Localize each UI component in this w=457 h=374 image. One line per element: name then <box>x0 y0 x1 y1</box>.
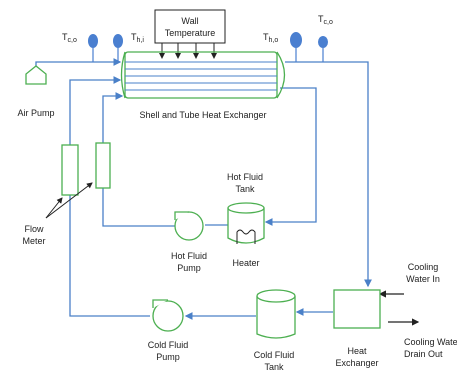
thermometer-bulb-icon <box>290 32 302 48</box>
shell-tube-heat-exchanger <box>120 51 286 99</box>
hot-fluid-pump: Hot Fluid Pump <box>171 211 207 273</box>
flow-meter-icon <box>95 142 111 189</box>
sensor-thi-base: T <box>131 32 137 42</box>
cold-fluid-tank: Cold Fluid Tank <box>254 289 296 372</box>
tank-icon <box>256 289 296 339</box>
pump-icon <box>174 211 204 241</box>
heater-label: Heater <box>232 258 259 268</box>
cold-left-line <box>69 195 150 317</box>
hot-fluid-tank: Hot Fluid Tank Heater <box>227 172 265 268</box>
sensor-tco-left: Tc,o <box>62 32 98 62</box>
sensor-tho-base: T <box>263 32 269 42</box>
hot-pump-label-2: Pump <box>177 263 201 273</box>
cooling-in-label-2: Water In <box>406 274 440 284</box>
sensor-tco-left-base: T <box>62 32 68 42</box>
hot-return-line <box>102 188 175 227</box>
air-line <box>35 58 122 84</box>
piping <box>35 58 372 320</box>
hot-out-line <box>264 87 317 226</box>
flow-meter-icon <box>61 144 79 196</box>
thermometer-bulb-icon <box>88 34 98 48</box>
svg-text:Th,o: Th,o <box>263 32 278 44</box>
flow-meter-label-2: Meter <box>22 236 45 246</box>
hot-tank-label-1: Hot Fluid <box>227 172 263 182</box>
cold-tank-label-2: Tank <box>264 362 284 372</box>
hot-return-riser <box>102 92 124 143</box>
flow-meter-label-1: Flow <box>24 224 44 234</box>
hot-pump-label-1: Hot Fluid <box>171 251 207 261</box>
cooling-drain-label-2: Drain Out <box>404 349 443 359</box>
tank-icon <box>227 202 265 244</box>
air-pump-label: Air Pump <box>17 108 54 118</box>
sensor-thi-sub: h,i <box>137 37 145 44</box>
svg-text:Th,i: Th,i <box>131 32 144 44</box>
cold-top-line <box>285 61 372 288</box>
flow-meters: Flow Meter <box>22 142 111 246</box>
cold-pump-label-1: Cold Fluid <box>148 340 189 350</box>
cooling-water-arrows <box>378 290 420 326</box>
heat-exchanger-label-2: Exchanger <box>335 358 378 368</box>
wall-temperature-box: Wall Temperature <box>154 9 226 59</box>
heater-coil-icon <box>236 229 256 244</box>
hot-tank-label-2: Tank <box>235 184 255 194</box>
cold-pump-label-2: Pump <box>156 352 180 362</box>
pump-icon <box>152 299 184 332</box>
sensor-tco-right-base: T <box>318 14 324 24</box>
cooling-drain-label-1: Cooling Water <box>404 337 457 347</box>
sensor-thi: Th,i <box>113 32 144 62</box>
sensor-tho: Th,o <box>263 32 302 62</box>
air-pump-icon <box>25 65 47 85</box>
svg-text:Tc,o: Tc,o <box>62 32 77 44</box>
shell-tube-label: Shell and Tube Heat Exchanger <box>139 110 266 120</box>
heat-exchanger-label-1: Heat <box>347 346 367 356</box>
wall-temp-label-1: Wall <box>181 16 198 26</box>
svg-text:Tc,o: Tc,o <box>318 14 333 26</box>
thermometer-bulb-icon <box>113 34 123 48</box>
cold-fluid-pump: Cold Fluid Pump <box>148 299 189 362</box>
sensor-tco-right-sub: c,o <box>324 19 333 26</box>
heat-exchanger: Heat Exchanger <box>333 289 381 368</box>
sensor-tco-right: Tc,o <box>318 14 333 62</box>
cold-tank-label-1: Cold Fluid <box>254 350 295 360</box>
sensor-tho-sub: h,o <box>269 37 279 44</box>
thermometer-bulb-icon <box>318 36 328 48</box>
cold-left-riser <box>69 76 122 145</box>
air-pump: Air Pump <box>17 65 55 118</box>
cooling-in-label-1: Cooling <box>408 262 439 272</box>
wall-temp-label-2: Temperature <box>165 28 216 38</box>
sensor-tco-left-sub: c,o <box>68 37 77 44</box>
